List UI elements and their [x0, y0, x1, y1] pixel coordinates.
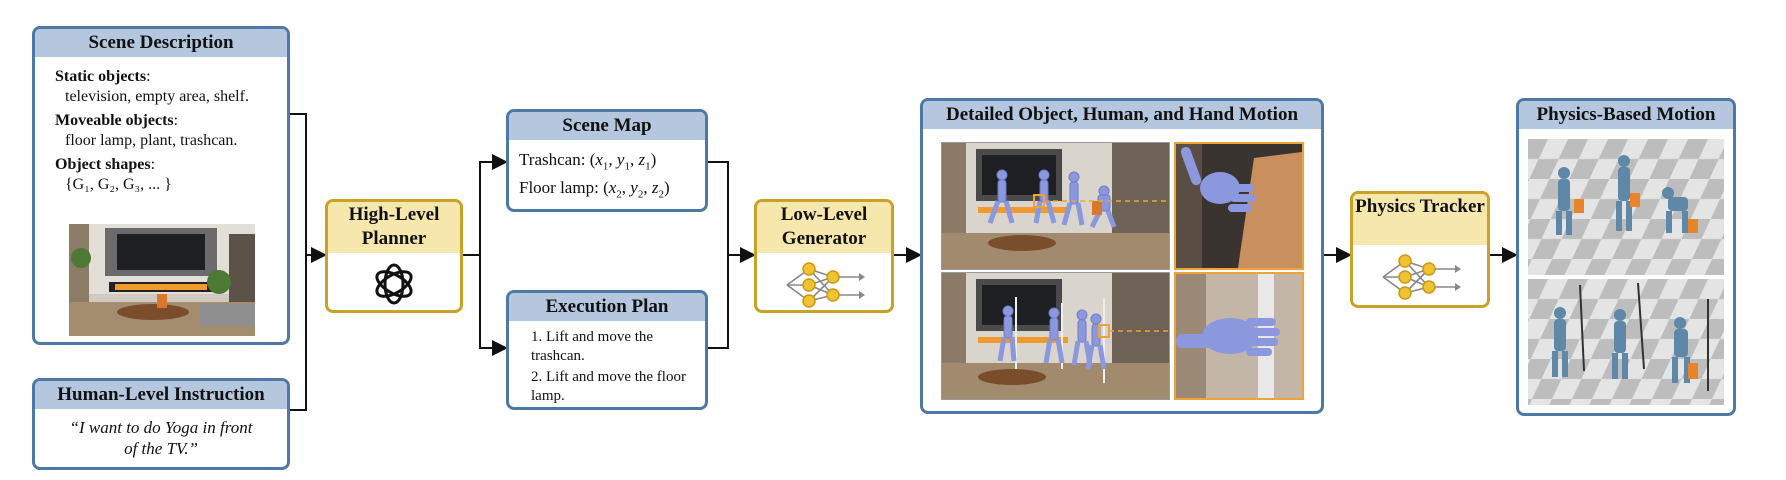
physics-tracker-box: Physics Tracker: [1350, 191, 1490, 308]
physics-tracker-title: Physics Tracker: [1353, 194, 1487, 245]
physics-motion-box: Physics-Based Motion: [1516, 98, 1736, 416]
execution-step-1: 1. Lift and move the trashcan.: [531, 329, 654, 364]
high-level-planner-title: High-Level Planner: [328, 202, 460, 253]
coord-z2: z: [651, 178, 659, 198]
instruction-box: Human-Level Instruction “I want to do Yo…: [32, 378, 290, 470]
coord-x2: x: [608, 178, 617, 198]
scene-map-title: Scene Map: [509, 112, 705, 140]
arrow-to-execution-plan: [479, 255, 508, 356]
low-level-generator-title: Low-Level Generator: [757, 202, 891, 253]
openai-logo-icon: [328, 253, 460, 310]
hand-closeup-bottom: [1174, 272, 1304, 400]
object-shapes-label: Object shapes: [55, 156, 151, 173]
neural-network-icon: [757, 253, 891, 310]
scene-description-title: Scene Description: [35, 29, 287, 57]
neural-network-icon: [1353, 245, 1487, 305]
motion-render-top: [941, 142, 1170, 270]
moveable-objects-value: floor lamp, plant, trashcan.: [65, 132, 238, 149]
physics-render-top: [1528, 139, 1724, 275]
detailed-motion-title: Detailed Object, Human, and Hand Motion: [923, 101, 1321, 129]
coord-x1: x: [595, 150, 603, 169]
input-merge-line: [290, 113, 307, 411]
scene-photo: [69, 224, 255, 336]
plan-merge-line: [708, 161, 729, 349]
execution-step-2: 2. Lift and move the floor lamp.: [531, 369, 686, 404]
physics-motion-title: Physics-Based Motion: [1519, 101, 1733, 129]
coord-y1: y: [616, 150, 625, 169]
instruction-text: “I want to do Yoga in front of the TV.”: [69, 418, 253, 458]
scene-map-row-floor-lamp: Floor lamp: (x2, y2, z2): [519, 178, 670, 201]
execution-plan-box: Execution Plan 1. Lift and move the tras…: [506, 290, 708, 410]
trashcan-label: Trashcan:: [519, 150, 586, 169]
motion-render-bottom: [941, 272, 1170, 400]
scene-map-row-trashcan: Trashcan: (x1, y1, z1): [519, 150, 657, 173]
object-shapes-value: {G₁, G₂, G₃, ... }: [65, 176, 172, 193]
hand-closeup-top: [1174, 142, 1304, 270]
arrow-to-scene-map: [463, 154, 508, 256]
execution-plan-title: Execution Plan: [509, 293, 705, 321]
physics-render-bottom: [1528, 279, 1724, 405]
floor-lamp-label: Floor lamp:: [519, 178, 599, 198]
detailed-motion-box: Detailed Object, Human, and Hand Motion: [920, 98, 1324, 414]
scene-map-box: Scene Map Trashcan: (x1, y1, z1) Floor l…: [506, 109, 708, 212]
moveable-objects-label: Moveable objects: [55, 112, 174, 129]
instruction-title: Human-Level Instruction: [35, 381, 287, 409]
static-objects-label: Static objects: [55, 68, 147, 85]
high-level-planner-box: High-Level Planner: [325, 199, 463, 313]
coord-z1: z: [638, 150, 646, 169]
static-objects-value: television, empty area, shelf.: [65, 88, 249, 105]
low-level-generator-box: Low-Level Generator: [754, 199, 894, 313]
coord-y2: y: [630, 178, 638, 198]
scene-description-box: Scene Description Static objects: televi…: [32, 26, 290, 345]
